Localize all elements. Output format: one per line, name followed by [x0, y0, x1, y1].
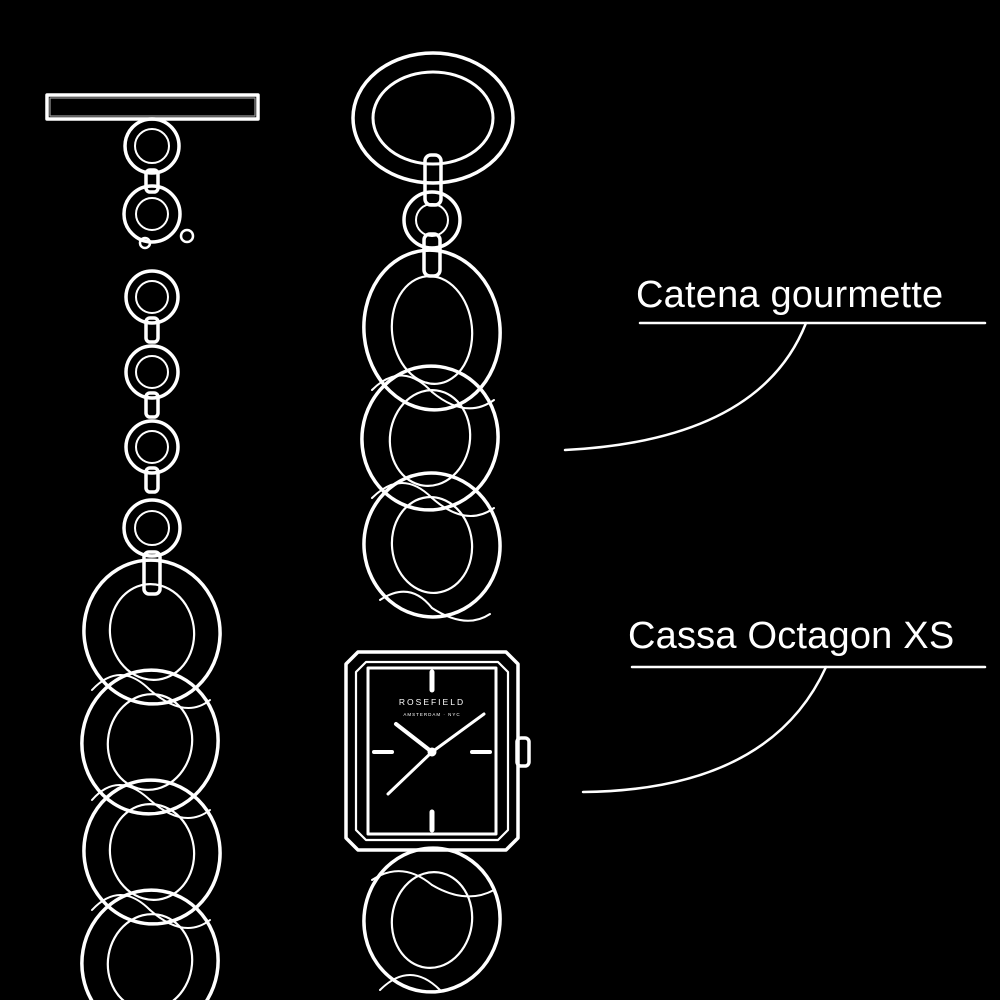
- small-links: [122, 117, 195, 596]
- left-curb-chain: [80, 558, 222, 1000]
- second-hand: [386, 750, 434, 796]
- tbar-bracelet: [45, 93, 260, 1000]
- o-ring: [351, 51, 515, 185]
- upper-curb-chain: [360, 248, 502, 622]
- annotation-lines: [563, 321, 987, 794]
- case-label: Cassa Octagon XS: [628, 615, 955, 657]
- chain-label: Catena gourmette: [636, 274, 944, 316]
- watch-bracelet: [344, 51, 531, 994]
- hour-hand: [394, 722, 434, 754]
- dial: [366, 666, 498, 836]
- lower-curb-chain: [362, 846, 502, 994]
- minute-hand: [430, 712, 486, 754]
- chain-leader: [563, 321, 808, 452]
- dial-sub-brand: AMSTERDAM · NYC: [403, 712, 460, 717]
- octagon-case: [344, 650, 531, 852]
- case-leader: [581, 665, 828, 794]
- crown: [515, 736, 531, 768]
- dial-brand: ROSEFIELD: [399, 697, 465, 707]
